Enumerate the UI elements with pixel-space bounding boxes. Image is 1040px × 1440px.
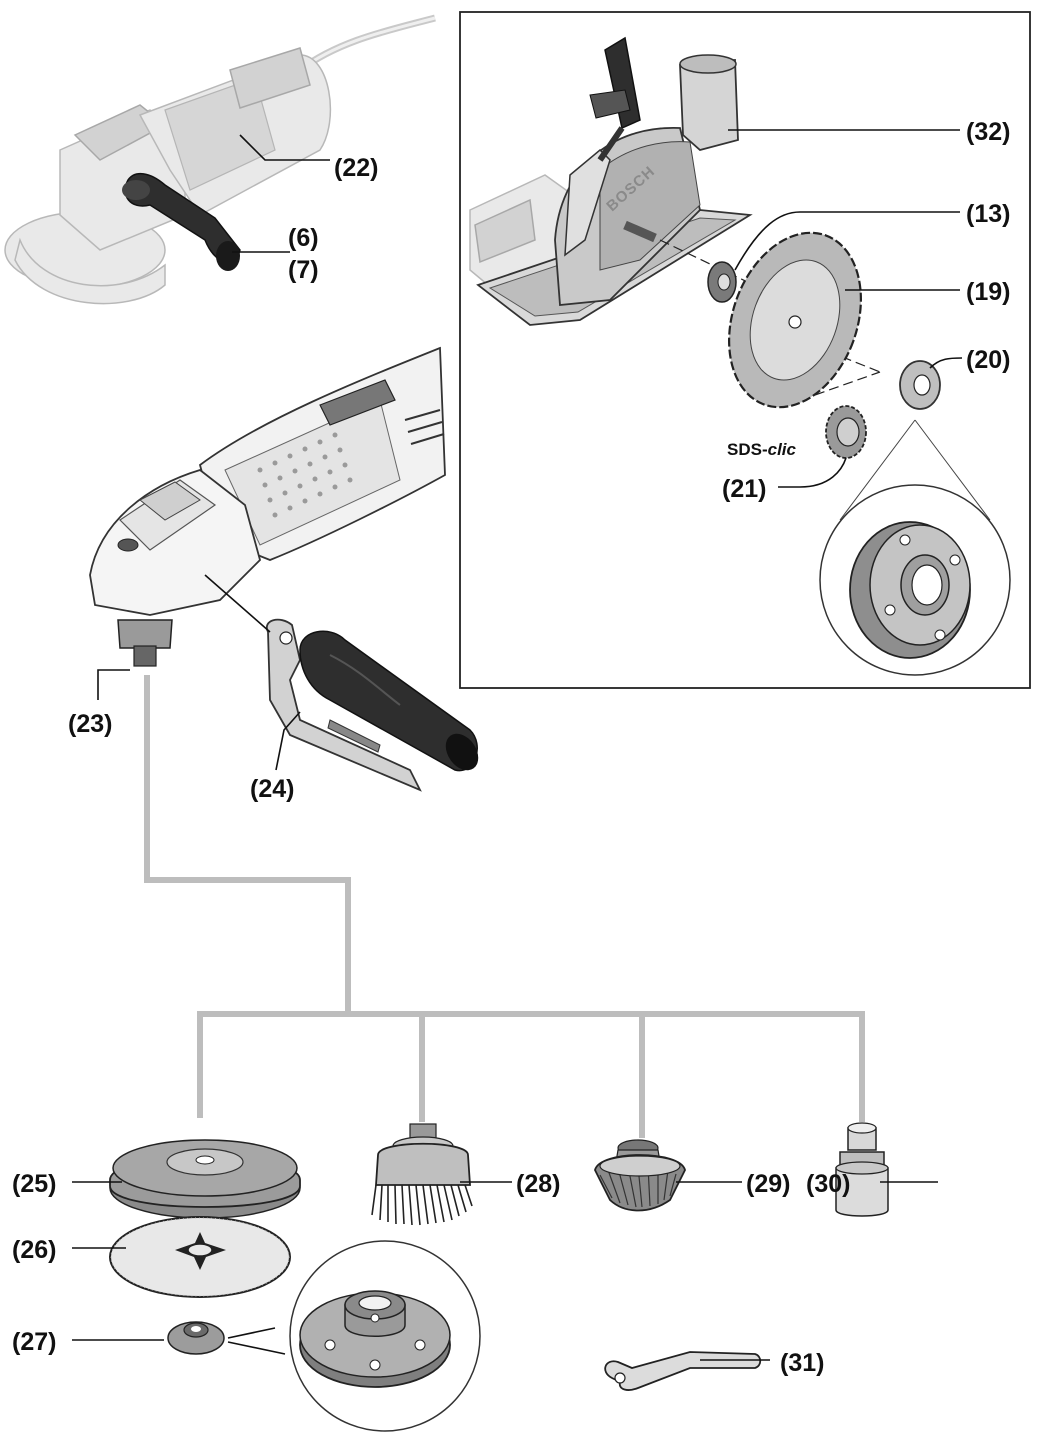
label-27: (27) (12, 1328, 56, 1356)
label-13: (13) (966, 200, 1010, 228)
leader-22 (239, 134, 330, 161)
pot-brush (371, 1123, 473, 1226)
leader-24 (275, 711, 301, 771)
round-nut (167, 1321, 225, 1355)
label-23: (23) (68, 710, 112, 738)
two-pin-wrench (604, 1351, 762, 1391)
accessory-connector-lines (144, 675, 865, 1138)
zoom-lines-27 (227, 1327, 286, 1355)
cutting-guard-assembly-illustration: BOSCH (469, 36, 1011, 676)
label-29: (29) (746, 1170, 790, 1198)
label-22: (22) (334, 154, 378, 182)
sanding-sheet (109, 1216, 291, 1298)
label-19: (19) (966, 278, 1010, 306)
label-6: (6) (288, 224, 319, 252)
label-25: (25) (12, 1170, 56, 1198)
sds-prefix: SDS- (727, 440, 768, 459)
adapter (835, 1122, 889, 1217)
grinder-overview-illustration (4, 14, 436, 305)
leader-23 (97, 669, 130, 700)
label-26: (26) (12, 1236, 56, 1264)
label-30: (30) (806, 1170, 850, 1198)
label-20: (20) (966, 346, 1010, 374)
label-31: (31) (780, 1349, 824, 1377)
diamond-blade (728, 231, 862, 409)
leader-13 (734, 211, 960, 271)
label-21: (21) (722, 475, 766, 503)
sds-clic-label: SDS-clic (727, 440, 797, 459)
leader-20 (929, 357, 963, 369)
bevel-brush (594, 1139, 686, 1212)
leader-connect-head-to-bracket (204, 574, 271, 633)
label-32: (32) (966, 118, 1010, 146)
rubber-sanding-plate (109, 1139, 301, 1219)
label-28: (28) (516, 1170, 560, 1198)
grinder-side-view-illustration (89, 346, 479, 792)
round-nut-detail-callout (289, 1240, 481, 1432)
label-24: (24) (250, 775, 294, 803)
label-7: (7) (288, 256, 319, 284)
leader-21 (778, 457, 847, 488)
sds-suffix: clic (768, 440, 797, 459)
cutting-guard-inset-frame (459, 11, 1031, 689)
